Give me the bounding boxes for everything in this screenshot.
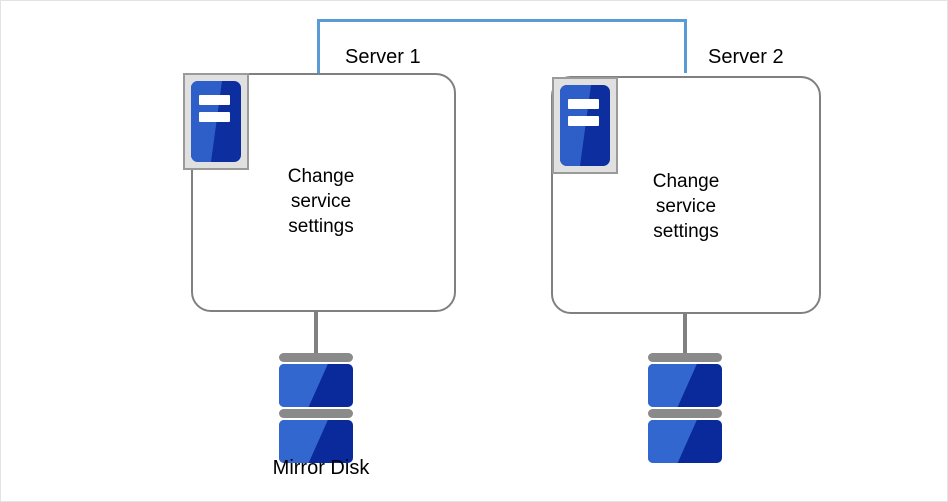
disk-block-upper (279, 364, 353, 407)
server-2-to-disk-connector (683, 313, 687, 359)
server-icon-body (560, 85, 610, 166)
server-1-caption: Server 1 (345, 46, 421, 68)
server-1-body-line-3: settings (288, 216, 354, 237)
server-1-machine-icon (183, 73, 249, 170)
server-1-body-line-2: service (290, 191, 352, 212)
mirror-link-left-leg (317, 19, 320, 73)
server-icon-bar-bottom (568, 115, 599, 127)
mirror-disk-1-icon (279, 353, 353, 465)
server-1-body-line-1: Change (287, 166, 355, 187)
server-2-machine-icon (552, 77, 618, 174)
mirror-disk-label: Mirror Disk (272, 457, 370, 479)
disk-block-lower (648, 420, 722, 463)
server-icon-body (191, 81, 241, 162)
server-2-body-line-2: service (655, 196, 717, 217)
disk-plate-middle (648, 409, 722, 418)
server-1-to-disk-connector (314, 311, 318, 359)
disk-block-sheen (648, 364, 697, 407)
disk-block-lower (279, 420, 353, 463)
server-2-body-text: Change service settings (621, 169, 751, 244)
disk-plate-middle (279, 409, 353, 418)
server-icon-bar-top (568, 98, 599, 110)
server-1-body-text: Change service settings (256, 164, 386, 239)
mirror-disk-2-icon (648, 353, 722, 465)
disk-block-sheen (648, 420, 697, 463)
mirror-link-horizontal-line (317, 19, 687, 22)
disk-block-sheen (279, 364, 328, 407)
server-2-caption: Server 2 (708, 46, 784, 68)
mirror-link-right-leg (684, 19, 687, 73)
server-icon-bar-top (199, 94, 230, 106)
server-icon-bar-bottom (199, 111, 230, 123)
disk-block-upper (648, 364, 722, 407)
server-2-body-line-1: Change (652, 171, 720, 192)
disk-plate-top (648, 353, 722, 362)
server-2-body-line-3: settings (653, 221, 719, 242)
disk-plate-top (279, 353, 353, 362)
